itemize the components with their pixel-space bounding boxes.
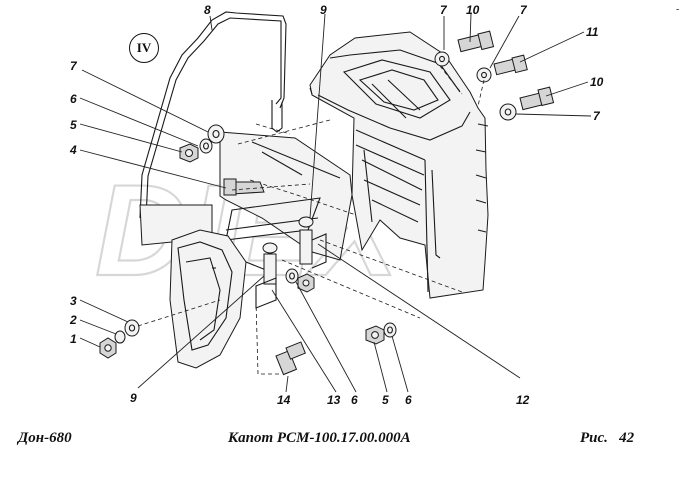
bolt-14 — [275, 341, 306, 376]
caption-model: Дон-680 — [18, 430, 72, 446]
washer-7-top — [434, 51, 450, 67]
hood-body — [309, 31, 489, 299]
callout-labels: 8 9 7 10 7 11 10 7 7 6 5 4 3 2 1 9 14 13… — [69, 3, 604, 407]
callout-13: 13 — [327, 393, 341, 407]
washer-7-mid — [476, 67, 492, 83]
bolt-10-top — [457, 30, 495, 53]
corner-mark: - — [676, 4, 679, 15]
view-marker: IV — [129, 33, 159, 63]
washer-6-upper — [199, 138, 213, 154]
bolt-10-lower — [519, 86, 555, 111]
washer-7-upper-left — [207, 124, 225, 144]
callout-6-bottom-b: 6 — [405, 393, 412, 407]
nut-5-lower-b — [365, 325, 385, 345]
callout-7-left: 7 — [70, 59, 78, 73]
nut-5-upper — [179, 143, 199, 163]
hinge-9-upper — [298, 216, 327, 269]
callout-2: 2 — [69, 313, 77, 327]
callout-6-left: 6 — [70, 92, 77, 106]
nut-1 — [99, 337, 117, 359]
leader-lines — [79, 13, 592, 393]
washer-6-lower-a — [285, 268, 299, 284]
callout-6-bottom-a: 6 — [351, 393, 358, 407]
callout-9-top: 9 — [320, 3, 327, 17]
caption-title: Капот РСМ-100.17.00.000А — [228, 430, 411, 446]
nut-5-lower-a — [297, 273, 315, 293]
left-bracket — [139, 204, 267, 369]
callout-5-left: 5 — [70, 118, 77, 132]
bolt-11 — [493, 54, 528, 76]
callout-12: 12 — [516, 393, 530, 407]
washer-3 — [124, 319, 140, 337]
callout-7-top: 7 — [440, 3, 448, 17]
callout-10-top: 10 — [466, 3, 480, 17]
callout-7-right: 7 — [593, 109, 601, 123]
part-8-rod — [139, 11, 287, 219]
bolt-4 — [223, 178, 265, 196]
callout-3: 3 — [70, 294, 77, 308]
assembly-lines — [137, 65, 485, 375]
callout-10-right: 10 — [590, 75, 604, 89]
callout-5-bottom: 5 — [382, 393, 389, 407]
washer-2 — [114, 330, 126, 344]
washer-6-lower-b — [383, 322, 397, 338]
callout-14: 14 — [277, 393, 291, 407]
callout-9-bottom: 9 — [130, 391, 137, 405]
washer-7-lower — [499, 103, 517, 121]
callout-4: 4 — [69, 143, 77, 157]
callout-1: 1 — [70, 332, 77, 346]
callout-7-top-right: 7 — [520, 3, 528, 17]
caption-figure-number: Рис. 42 — [580, 430, 635, 446]
callout-8: 8 — [204, 3, 211, 17]
callout-11: 11 — [586, 25, 599, 39]
